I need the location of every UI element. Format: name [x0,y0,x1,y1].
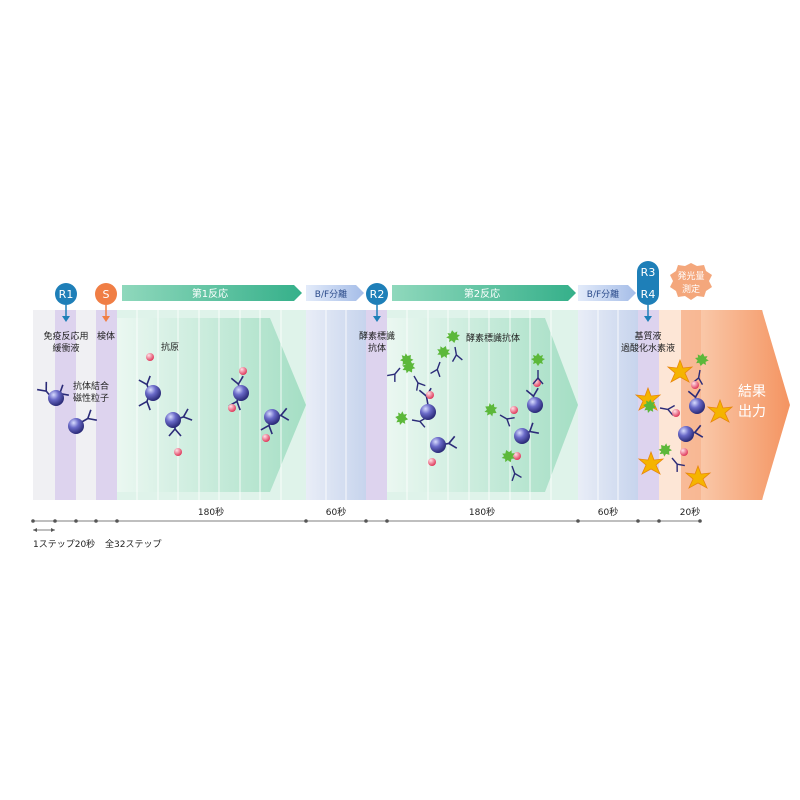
bf-zone-2 [578,310,638,500]
light-emission [635,351,733,489]
antigen-label: 抗原 [161,341,179,353]
reaction2-arrow-shape [387,318,578,492]
particle-r1-b [165,408,193,437]
duration-reaction2: 180秒 [469,506,495,518]
specimen-badge: S [95,283,117,322]
bf-zone-1 [306,310,366,500]
particle-r2-a [393,387,436,431]
r3-r4-badge: R3 R4 [637,261,659,322]
duration-bf2: 60秒 [598,506,618,518]
duration-bf1: 60秒 [326,506,346,518]
svg-text:発光量: 発光量 [677,270,704,282]
duration-reaction1: 180秒 [198,506,224,518]
particle-r2-b [428,435,458,466]
r1-badge: R1 [55,283,77,322]
particle-r1-a [138,375,161,411]
result-label-2: 出力 [738,404,766,420]
buffer-label-1: 免疫反応用 [43,330,88,342]
bf2-label: B/F分離 [587,288,619,300]
particle-r1-c [228,367,249,412]
buffer-label-2: 緩衝液 [52,342,79,354]
specimen-label: 検体 [97,330,115,342]
reaction2-header-arrow [392,285,576,301]
svg-text:R1: R1 [59,288,74,301]
column-r2 [366,310,387,500]
svg-text:R4: R4 [641,288,656,301]
substrate-label-2: 過酸化水素液 [621,342,675,354]
svg-text:R2: R2 [370,288,385,301]
particle-buffer-2 [68,409,98,434]
substrate-label-1: 基質液 [634,330,661,342]
bf1-header-arrow [306,285,364,301]
step-lines [136,310,619,500]
particle-r2-c [481,352,546,429]
result-label-1: 結果 [738,384,766,400]
enzyme-reagent-label-2: 抗体 [368,342,386,354]
reaction2-label: 第2反応 [464,287,500,300]
particle-label-1: 抗体結合 [73,380,109,392]
column-s [96,310,117,500]
svg-text:測定: 測定 [682,283,700,295]
step-note: 1ステップ20秒 [33,538,95,550]
measure-badge: 発光量 測定 [670,263,712,300]
enzyme-antibody-label: 酵素標識抗体 [466,332,520,344]
antigen-free [146,353,182,456]
column-r1 [55,310,76,500]
result-arrow-shape [681,310,790,500]
bf2-header-arrow [578,285,636,301]
enzyme-reagent-label-1: 酵素標識 [359,330,395,342]
total-steps-note: 全32ステップ [105,538,161,550]
particle-r1-d [260,407,290,442]
reaction1-arrow-shape [117,318,306,492]
particle-buffer [36,381,70,406]
step-scale [33,528,55,532]
svg-text:R3: R3 [641,266,656,279]
svg-text:S: S [103,288,110,301]
bf1-label: B/F分離 [315,288,347,300]
particle-r2-d [498,422,540,483]
time-axis [31,519,702,523]
r2-badge: R2 [366,283,388,322]
particle-label-2: 磁性粒子 [73,392,109,404]
reaction1-header-arrow [122,285,302,301]
duration-measure: 20秒 [680,506,700,518]
reaction1-label: 第1反応 [192,287,228,300]
